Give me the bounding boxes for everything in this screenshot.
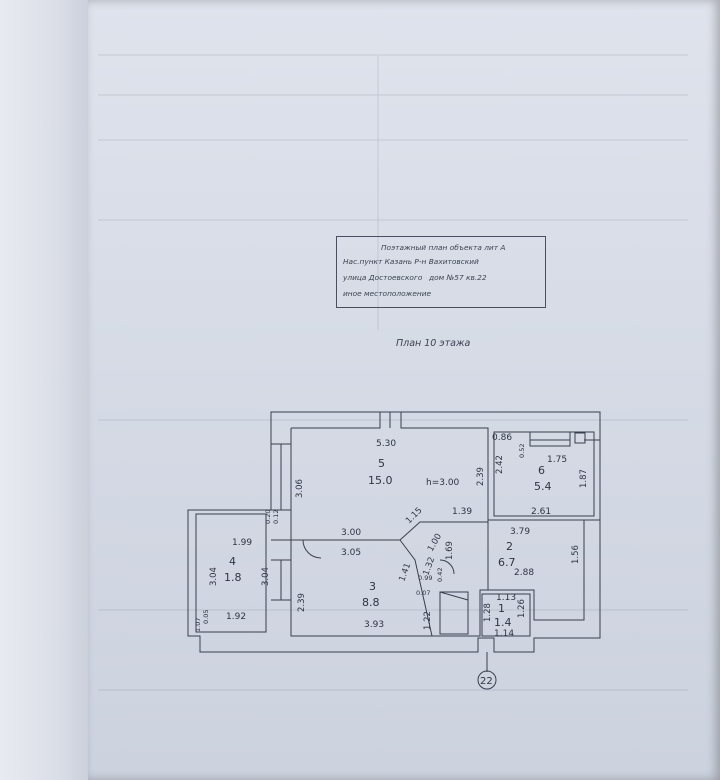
dimension: 1.87 (579, 469, 589, 488)
other-location: иное местоположение (343, 289, 432, 298)
room-number: 6 (538, 464, 545, 477)
dimension: 1.15 (404, 506, 424, 526)
dimension: 3.04 (209, 567, 219, 586)
room-area: 5.4 (534, 480, 552, 493)
dimension: 2.88 (514, 568, 534, 578)
settlement-district: Нас.пункт Казань Р-н Вахитовский (343, 257, 479, 266)
room-area: 8.8 (362, 596, 380, 609)
room-number: 5 (378, 457, 385, 470)
dimension: 3.05 (341, 548, 361, 558)
room-number: 2 (506, 540, 513, 553)
dimension: 1.75 (547, 455, 567, 465)
dimension: 1.22 (423, 611, 433, 630)
dimension: 0.12 (272, 510, 280, 524)
room-number: 3 (369, 580, 376, 593)
dimension: 3.04 (261, 567, 271, 586)
floor-plan-title: План 10 этажа (396, 338, 471, 349)
dimension: 1.92 (226, 612, 246, 622)
plan-caption: Поэтажный план объекта лит А (381, 243, 506, 252)
facing-page (0, 0, 100, 780)
room-number: 4 (229, 555, 236, 568)
room-area: 1.8 (224, 571, 242, 584)
dimension: 1.99 (232, 538, 252, 548)
dimension: 1.41 (397, 562, 413, 583)
dimension: 0.20 (264, 510, 272, 524)
dimension: 1.32 (421, 556, 437, 577)
dimension: 5.30 (376, 439, 396, 449)
dimension: 3.00 (341, 528, 361, 538)
object-location-box: Поэтажный план объекта лит А Нас.пункт К… (336, 236, 546, 308)
axis-circle (477, 670, 497, 690)
dimension: 2.39 (297, 593, 307, 612)
dimension: 0.99 (418, 574, 432, 582)
dimension: 1.13 (496, 593, 516, 603)
dimension: 0.42 (436, 568, 444, 582)
dimension: 1.07 (194, 618, 202, 632)
dimension: 0.86 (492, 433, 512, 443)
room-area: 15.0 (368, 474, 393, 487)
dimension: 1.00 (426, 532, 444, 553)
dimension: 1.39 (452, 507, 472, 517)
dimension: 1.56 (571, 545, 581, 564)
dimension: 1.28 (483, 603, 493, 622)
dimension: 0.07 (416, 589, 430, 597)
dimension: 3.93 (364, 620, 384, 630)
dimension: 0.52 (518, 444, 526, 458)
dimension: 1.14 (494, 629, 514, 639)
house-apartment: дом №57 кв.22 (429, 273, 487, 282)
dimension: 1.69 (445, 541, 455, 560)
dimension: 3.79 (510, 527, 530, 537)
dimension: 2.61 (531, 507, 551, 517)
street-name: улица Достоевского (343, 273, 423, 282)
room-area: 1.4 (494, 616, 512, 629)
dimension: 3.06 (295, 479, 305, 498)
dimension: 0.05 (202, 610, 210, 624)
dimension: 2.39 (476, 467, 486, 486)
ceiling-height: h=3.00 (426, 478, 460, 488)
dimension: 2.42 (495, 455, 505, 474)
bleed-through-table (98, 54, 688, 691)
room-area: 6.7 (498, 556, 516, 569)
room-number: 1 (498, 602, 505, 615)
dimension: 1.26 (517, 599, 527, 618)
document-sheet (88, 0, 720, 780)
axis-label: 22 (480, 676, 493, 687)
